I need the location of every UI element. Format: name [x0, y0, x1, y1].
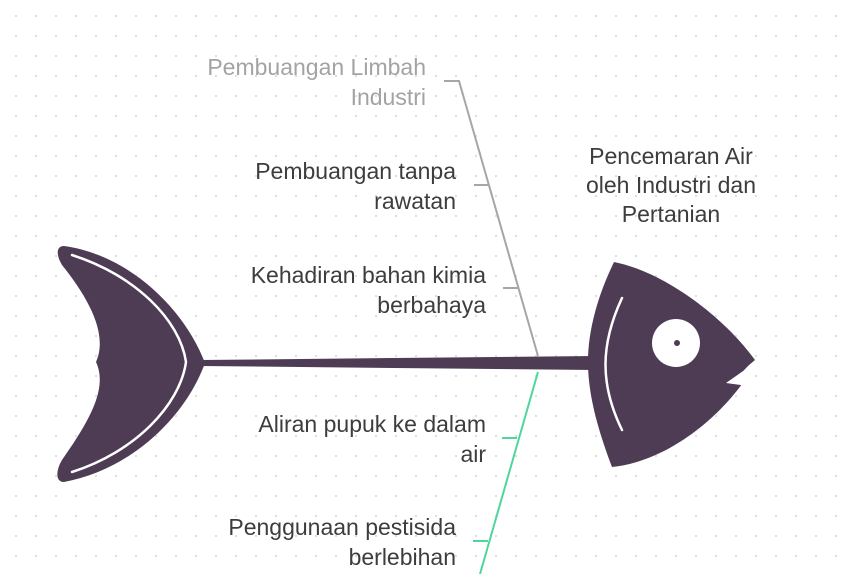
fish-tail: [57, 246, 205, 482]
fish-mouth: [726, 362, 756, 386]
top-branch-line: [444, 80, 539, 357]
fish-pupil: [674, 340, 680, 346]
cause-label: Penggunaan pestisida berlebihan: [228, 514, 456, 570]
fish-spine: [200, 356, 595, 370]
cause-label: Aliran pupuk ke dalam air: [258, 411, 486, 467]
problem-statement: Pencemaran Air oleh Industri dan Pertani…: [585, 143, 757, 227]
cause-label: Pembuangan tanpa rawatan: [255, 158, 456, 214]
category-label: Pembuangan Limbah Industri: [207, 54, 426, 110]
fish-head-highlight: [604, 296, 624, 432]
bottom-branch-line: [479, 371, 539, 574]
cause-label: Kehadiran bahan kimia berbahaya: [250, 262, 486, 318]
fish-tail-highlight: [70, 253, 188, 474]
